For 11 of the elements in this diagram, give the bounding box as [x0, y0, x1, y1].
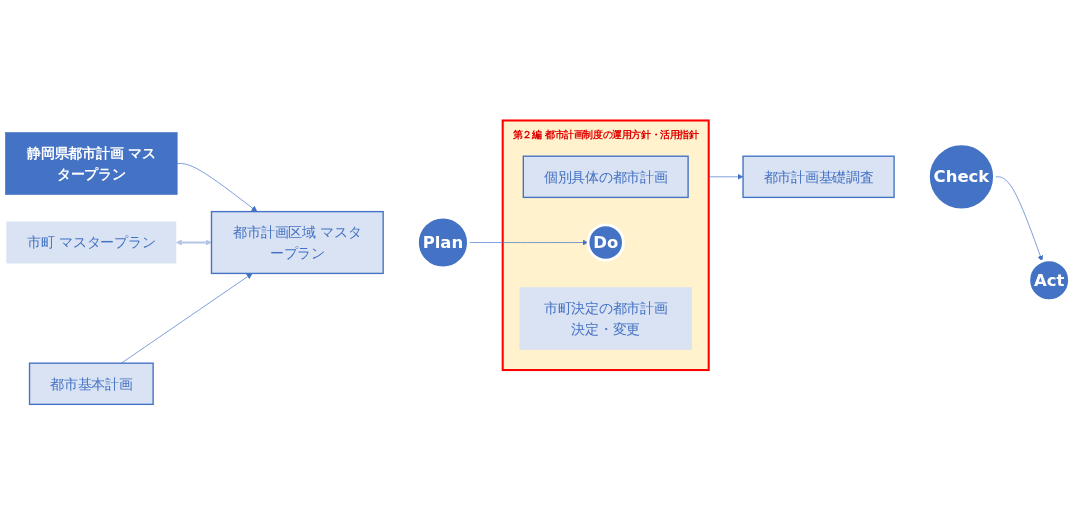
node-box: 都市基本計画: [28, 362, 154, 405]
node-circle: Do: [586, 223, 625, 262]
node-circle: Act: [1027, 258, 1071, 302]
node-box: 市町決定の都市計画決定・変更: [519, 286, 692, 350]
node-circle: Plan: [416, 215, 470, 269]
node-box: 市町 マスタープラン: [6, 221, 177, 264]
arrow: [175, 239, 212, 246]
node-box: 静岡県都市計画 マスタープラン: [5, 131, 178, 195]
node-box: 個別具体の都市計画: [522, 155, 689, 198]
node-box: 都市計画基礎調査: [742, 155, 895, 198]
node-box: 都市計画区域 マスタープラン: [210, 210, 384, 274]
